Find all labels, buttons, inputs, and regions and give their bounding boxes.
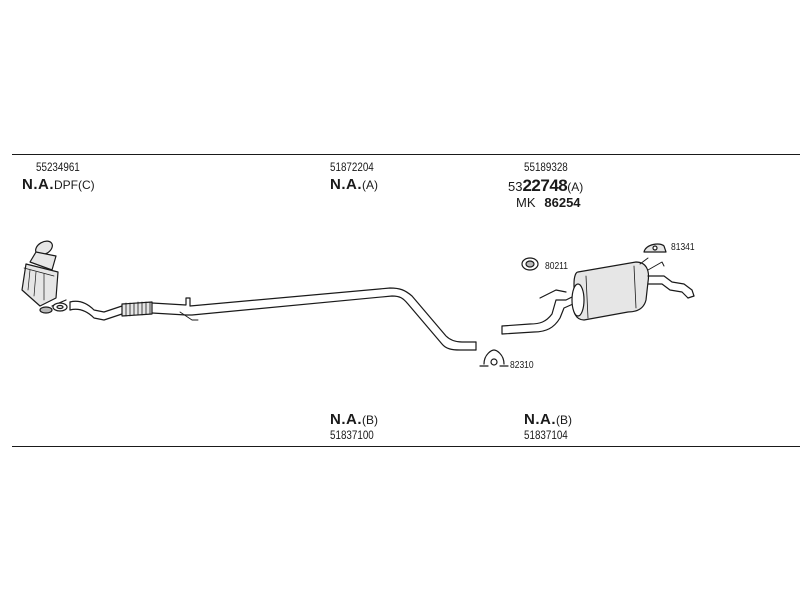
part-na-label: N.A.(A) [330, 177, 378, 193]
part-number-label: 55189328 [524, 160, 568, 174]
suffix-text: (A) [362, 178, 378, 192]
na-text: N.A. [524, 411, 556, 428]
intermediate-pipe [151, 287, 477, 351]
part-number-label: 51837104 [524, 428, 568, 442]
mk-prefix-text: MK [516, 195, 536, 210]
na-text: N.A. [22, 176, 54, 193]
prefix-text: 53 [508, 179, 523, 194]
part-na-label: N.A.(B) [330, 412, 378, 428]
suffix-text: (A) [567, 180, 584, 194]
clamp-82310-icon [479, 349, 509, 367]
front-pipe [69, 300, 123, 321]
suffix-text: (B) [556, 413, 572, 427]
clamp-82310-label: 82310 [510, 360, 534, 371]
clamp-80211-icon [521, 257, 539, 271]
na-text: N.A. [330, 411, 362, 428]
suffix-text: (B) [362, 413, 378, 427]
main-number-text: 22748 [522, 176, 568, 195]
part-number-label: 55234961 [36, 160, 80, 174]
flange-gasket [52, 302, 68, 312]
clamp-80211-label: 80211 [545, 261, 569, 272]
rubber-mount-81341-icon [643, 243, 667, 253]
muffler-part-label: 5322748(A) [508, 177, 583, 195]
part-na-label: N.A.DPF(C) [22, 177, 95, 193]
mounting-kit-label: MK 86254 [516, 195, 581, 211]
flex-pipe [121, 301, 153, 317]
suffix-text: DPF(C) [54, 178, 95, 192]
mount-81341-label: 81341 [671, 242, 695, 253]
part-na-label: N.A.(B) [524, 412, 572, 428]
rear-muffler [501, 257, 695, 335]
part-number-label: 51872204 [330, 160, 374, 174]
bottom-divider [12, 446, 800, 447]
top-divider [12, 154, 800, 155]
catalytic-converter [21, 240, 67, 314]
na-text: N.A. [330, 176, 362, 193]
part-number-label: 51837100 [330, 428, 374, 442]
mk-number-text: 86254 [544, 195, 581, 210]
